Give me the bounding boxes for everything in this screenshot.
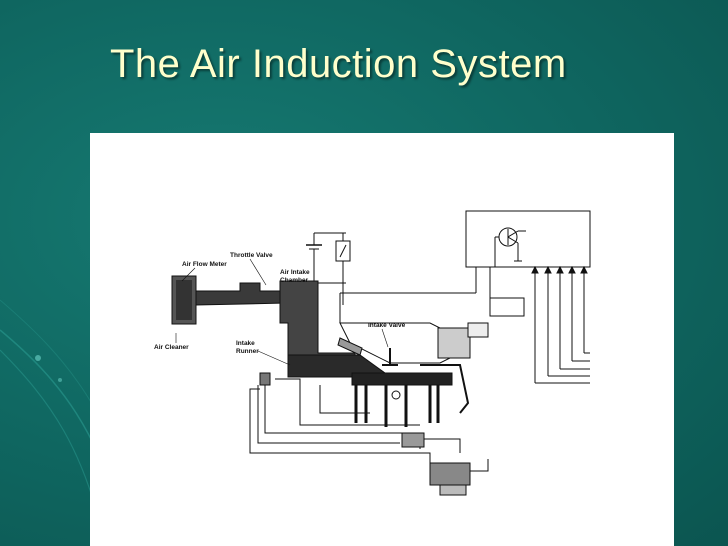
cylinder-block	[354, 385, 440, 427]
slide-title: The Air Induction System	[110, 42, 567, 86]
label-air-intake-chamber-1: Air Intake	[280, 269, 310, 276]
distributor	[437, 327, 471, 359]
label-intake-runner-1: Intake	[236, 340, 255, 347]
label-throttle-valve: Throttle Valve	[230, 252, 273, 259]
label-air-intake-chamber-2: Chamber	[280, 277, 309, 284]
label-air-cleaner: Air Cleaner	[154, 344, 189, 351]
label-air-flow-meter: Air Flow Meter	[182, 261, 227, 268]
label-intake-valve: Intake Valve	[368, 322, 406, 329]
air-induction-diagram: Throttle Valve Air Flow Meter Air Intake…	[154, 210, 591, 496]
diagram-panel: Throttle Valve Air Flow Meter Air Intake…	[90, 133, 674, 546]
ecu-box	[465, 210, 591, 268]
sensor-box	[489, 297, 525, 317]
label-intake-runner-2: Runner	[236, 348, 259, 355]
fuel-injector	[337, 337, 363, 356]
vacuum-lines	[249, 372, 489, 496]
ecu-input-lines	[531, 265, 590, 384]
